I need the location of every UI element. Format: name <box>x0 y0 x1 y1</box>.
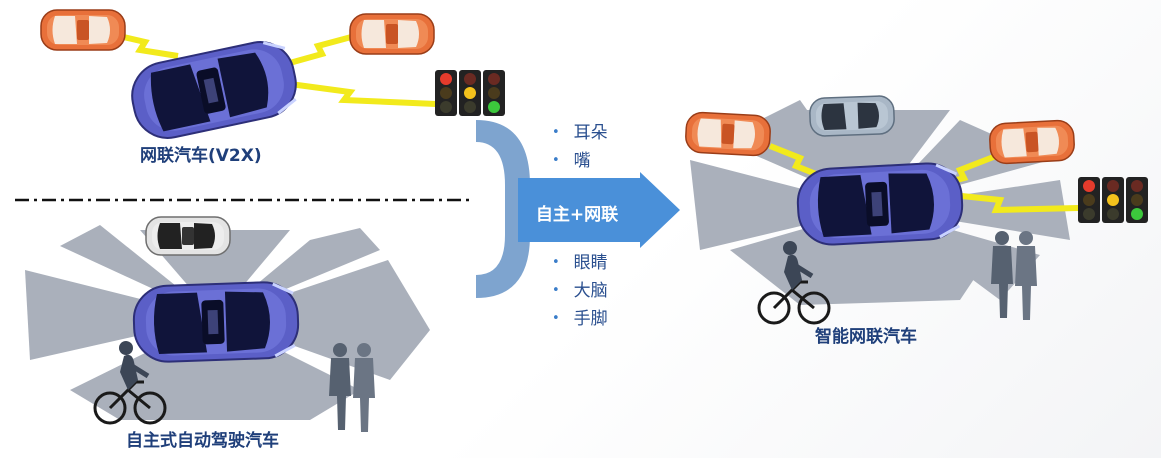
capability-item: 嘴 <box>552 148 608 176</box>
smart-car-orange-left <box>684 111 772 157</box>
v2x-link-2-lightning <box>285 33 356 67</box>
autonomous-capability-list: 眼睛 大脑 手脚 <box>552 250 608 334</box>
v2x-link-1-lightning <box>114 32 179 59</box>
smart-label: 智能网联汽车 <box>815 327 917 347</box>
autonomous-sensor-zones <box>25 225 430 420</box>
autonomous-gray-car <box>145 216 231 256</box>
autonomous-ego-car <box>131 279 301 365</box>
network-capability-list: 耳朵 嘴 <box>552 120 608 176</box>
smart-car-orange-right <box>988 119 1076 165</box>
arrow-label: 自主+网联 <box>535 205 619 225</box>
smart-link-3-lightning <box>951 192 1079 214</box>
autonomous-scene <box>25 216 430 432</box>
smart-bluegray-car <box>808 94 896 138</box>
autonomous-label: 自主式自动驾驶汽车 <box>126 431 279 451</box>
v2x-car-orange-left <box>40 9 126 51</box>
merge-arrow <box>476 120 680 298</box>
capability-item: 眼睛 <box>552 250 608 278</box>
smart-scene <box>684 94 1148 323</box>
smart-ego-car <box>794 160 966 248</box>
smart-traffic-light <box>1078 177 1148 223</box>
merge-arrow-shape <box>518 172 680 248</box>
v2x-label: 网联汽车(V2X) <box>140 146 262 166</box>
merge-bracket <box>476 120 530 298</box>
capability-item: 耳朵 <box>552 120 608 148</box>
v2x-traffic-light <box>435 70 505 116</box>
v2x-link-3-lightning <box>289 81 437 107</box>
capability-item: 大脑 <box>552 278 608 306</box>
v2x-scene <box>40 9 505 146</box>
capability-item: 手脚 <box>552 306 608 334</box>
v2x-car-orange-right <box>349 13 435 55</box>
